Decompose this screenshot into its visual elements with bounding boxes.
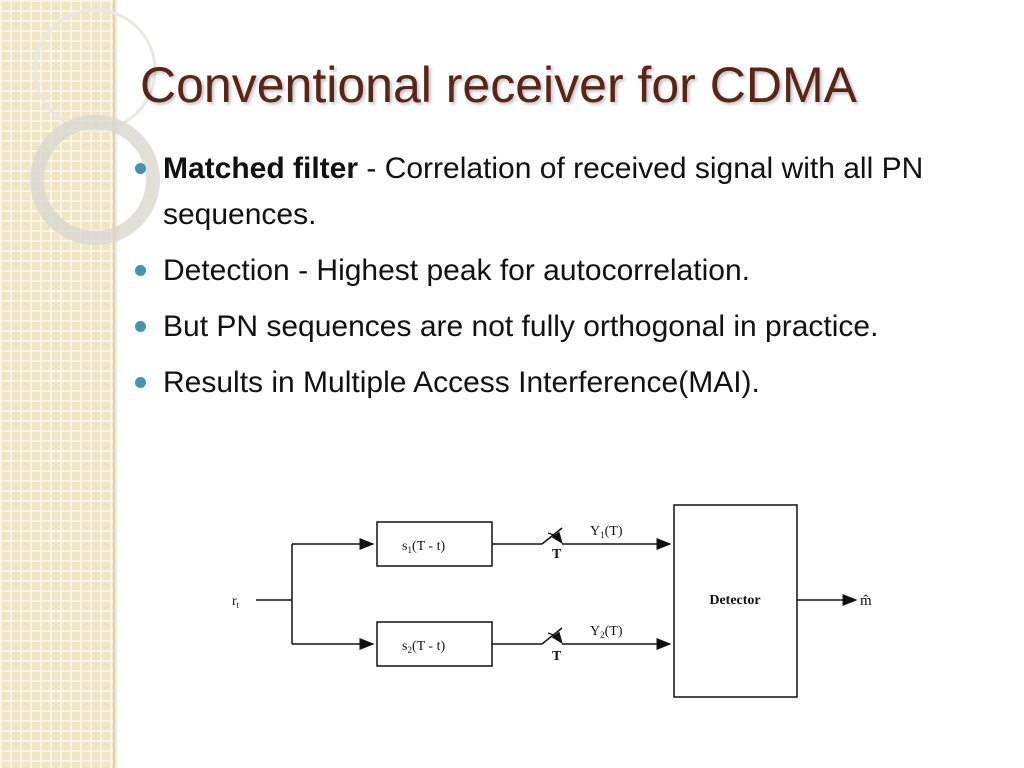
- input-label: rt: [232, 594, 240, 610]
- bullet-dot: [135, 265, 146, 276]
- matched-filter-1-label: s1(T - t): [402, 539, 445, 555]
- bullet-dot: [135, 377, 146, 388]
- bullet-text: - Correlation of received signal with al…: [163, 152, 924, 231]
- slide-title: Conventional receiver for CDMA: [140, 57, 857, 113]
- sampler-2-label: T: [552, 649, 562, 664]
- bullet-text: Detection - Highest peak for autocorrela…: [163, 254, 750, 287]
- bullet-list: Matched filter - Correlation of received…: [135, 146, 935, 416]
- matched-filter-2: [376, 621, 493, 667]
- side-panel-edge: [113, 0, 118, 768]
- bullet-text: But PN sequences are not fully orthogona…: [163, 310, 879, 343]
- sampler-switch-2: [541, 627, 563, 645]
- detector-box: [673, 504, 798, 698]
- decorative-circles: [30, 8, 160, 245]
- bullet-item: Results in Multiple Access Interference(…: [135, 360, 935, 406]
- bullet-item: Detection - Highest peak for autocorrela…: [135, 248, 935, 294]
- bullet-dot: [135, 321, 146, 332]
- matched-filter-1: [376, 521, 493, 567]
- output-1-label: Y1(T): [590, 524, 623, 540]
- detector-label: Detector: [709, 593, 760, 608]
- output-2-label: Y2(T): [590, 624, 623, 640]
- bullet-text: Results in Multiple Access Interference(…: [163, 366, 760, 399]
- sampler-1-label: T: [552, 547, 562, 562]
- bullet-dot: [135, 163, 146, 174]
- bullet-item: Matched filter - Correlation of received…: [135, 146, 935, 238]
- estimate-label: m̂: [860, 593, 872, 609]
- matched-filter-2-label: s2(T - t): [402, 639, 445, 655]
- sampler-arc-1: [547, 531, 563, 544]
- bullet-bold-text: Matched filter: [163, 152, 359, 185]
- bullet-item: But PN sequences are not fully orthogona…: [135, 304, 935, 350]
- sampler-switch-1: [541, 527, 563, 545]
- sampler-arc-2: [547, 631, 563, 644]
- receiver-diagram: rt s1(T - t) s2(T - t) T Y1(T) T Y2(T) D…: [232, 504, 872, 698]
